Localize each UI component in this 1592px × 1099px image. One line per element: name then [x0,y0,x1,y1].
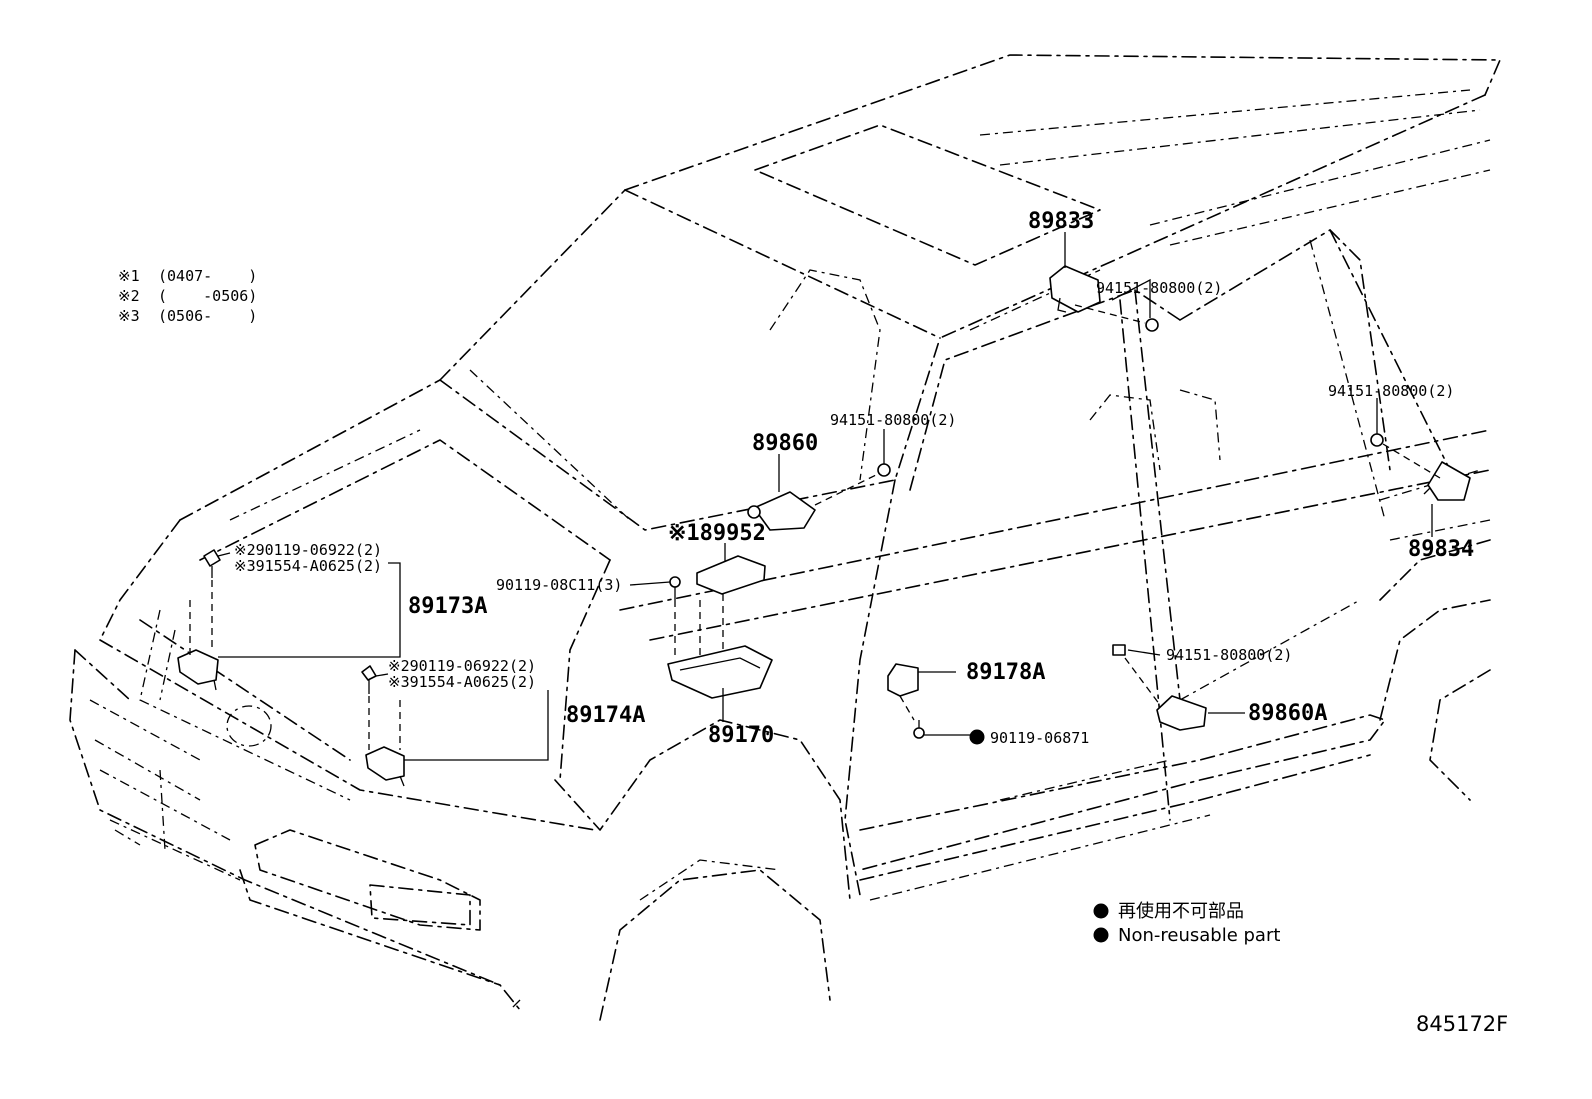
nut-94151-a [1145,318,1159,332]
label-90119-08c11: 90119-08C11(3) [496,576,622,594]
label-94151-c: 94151-80800(2) [1328,382,1454,400]
legend: 再使用不可部品 Non-reusable part [1118,901,1280,946]
nut-94151-d [1112,644,1126,656]
label-94151-d: 94151-80800(2) [1166,646,1292,664]
label-90119-06871: 90119-06871 [990,729,1089,747]
legend-bullet-en [1093,927,1109,943]
bolt-90119-08c11 [669,576,681,600]
sensor-89834 [1423,461,1471,501]
label-89860a: 89860A [1248,701,1327,726]
label-89178a: 89178A [966,660,1045,685]
vehicle-outline [69,54,1501,1021]
legend-text-en: Non-reusable part [1118,925,1280,946]
bolt-90119-06871 [913,720,925,739]
note-3-mark: ※3 [118,307,140,325]
legend-bullet-jp [1093,903,1109,919]
note-3-range: (0506- ) [158,307,257,325]
legend-text-jp: 再使用不可部品 [1118,901,1244,922]
label-89860: 89860 [752,431,818,456]
label-89833: 89833 [1028,209,1094,234]
note-2-mark: ※2 [118,287,140,305]
label-94151-a: 94151-80800(2) [1096,279,1222,297]
ecu-89170 [667,645,773,699]
nut-94151-c [1370,433,1384,447]
label-89173a: 89173A [408,594,487,619]
sensor-89173a [177,649,219,691]
label-91554-a: ※391554-A0625(2) [234,557,382,575]
label-89170: 89170 [708,723,774,748]
module-89952 [696,555,766,595]
part-labels: 89833 94151-80800(2) 94151-80800(2) 8983… [234,209,1474,748]
sensor-89178a [887,663,919,697]
label-94151-b: 94151-80800(2) [830,411,956,429]
sensor-89860 [747,491,816,531]
applicability-notes: ※1 (0407- ) ※2 ( -0506) ※3 (0506- ) [118,267,257,325]
label-91554-b: ※391554-A0625(2) [388,673,536,691]
note-1-range: (0407- ) [158,267,257,285]
illustration-code: 845172F [1416,1012,1508,1036]
nut-94151-b [877,463,891,477]
label-89952: ※189952 [668,521,766,546]
leader-lines [189,232,1441,761]
label-89834: 89834 [1408,537,1474,562]
sensor-89174a [365,746,405,787]
label-89174a: 89174A [566,703,645,728]
sensor-89860a [1156,695,1207,731]
non-reusable-marker-90119-06871 [969,729,985,745]
note-1-mark: ※1 [118,267,140,285]
label-90119-06922-a: ※290119-06922(2) [234,541,382,559]
bolt-89174a [361,665,377,694]
bolt-89173a [203,549,221,578]
note-2-range: ( -0506) [158,287,257,305]
label-90119-06922-b: ※290119-06922(2) [388,657,536,675]
